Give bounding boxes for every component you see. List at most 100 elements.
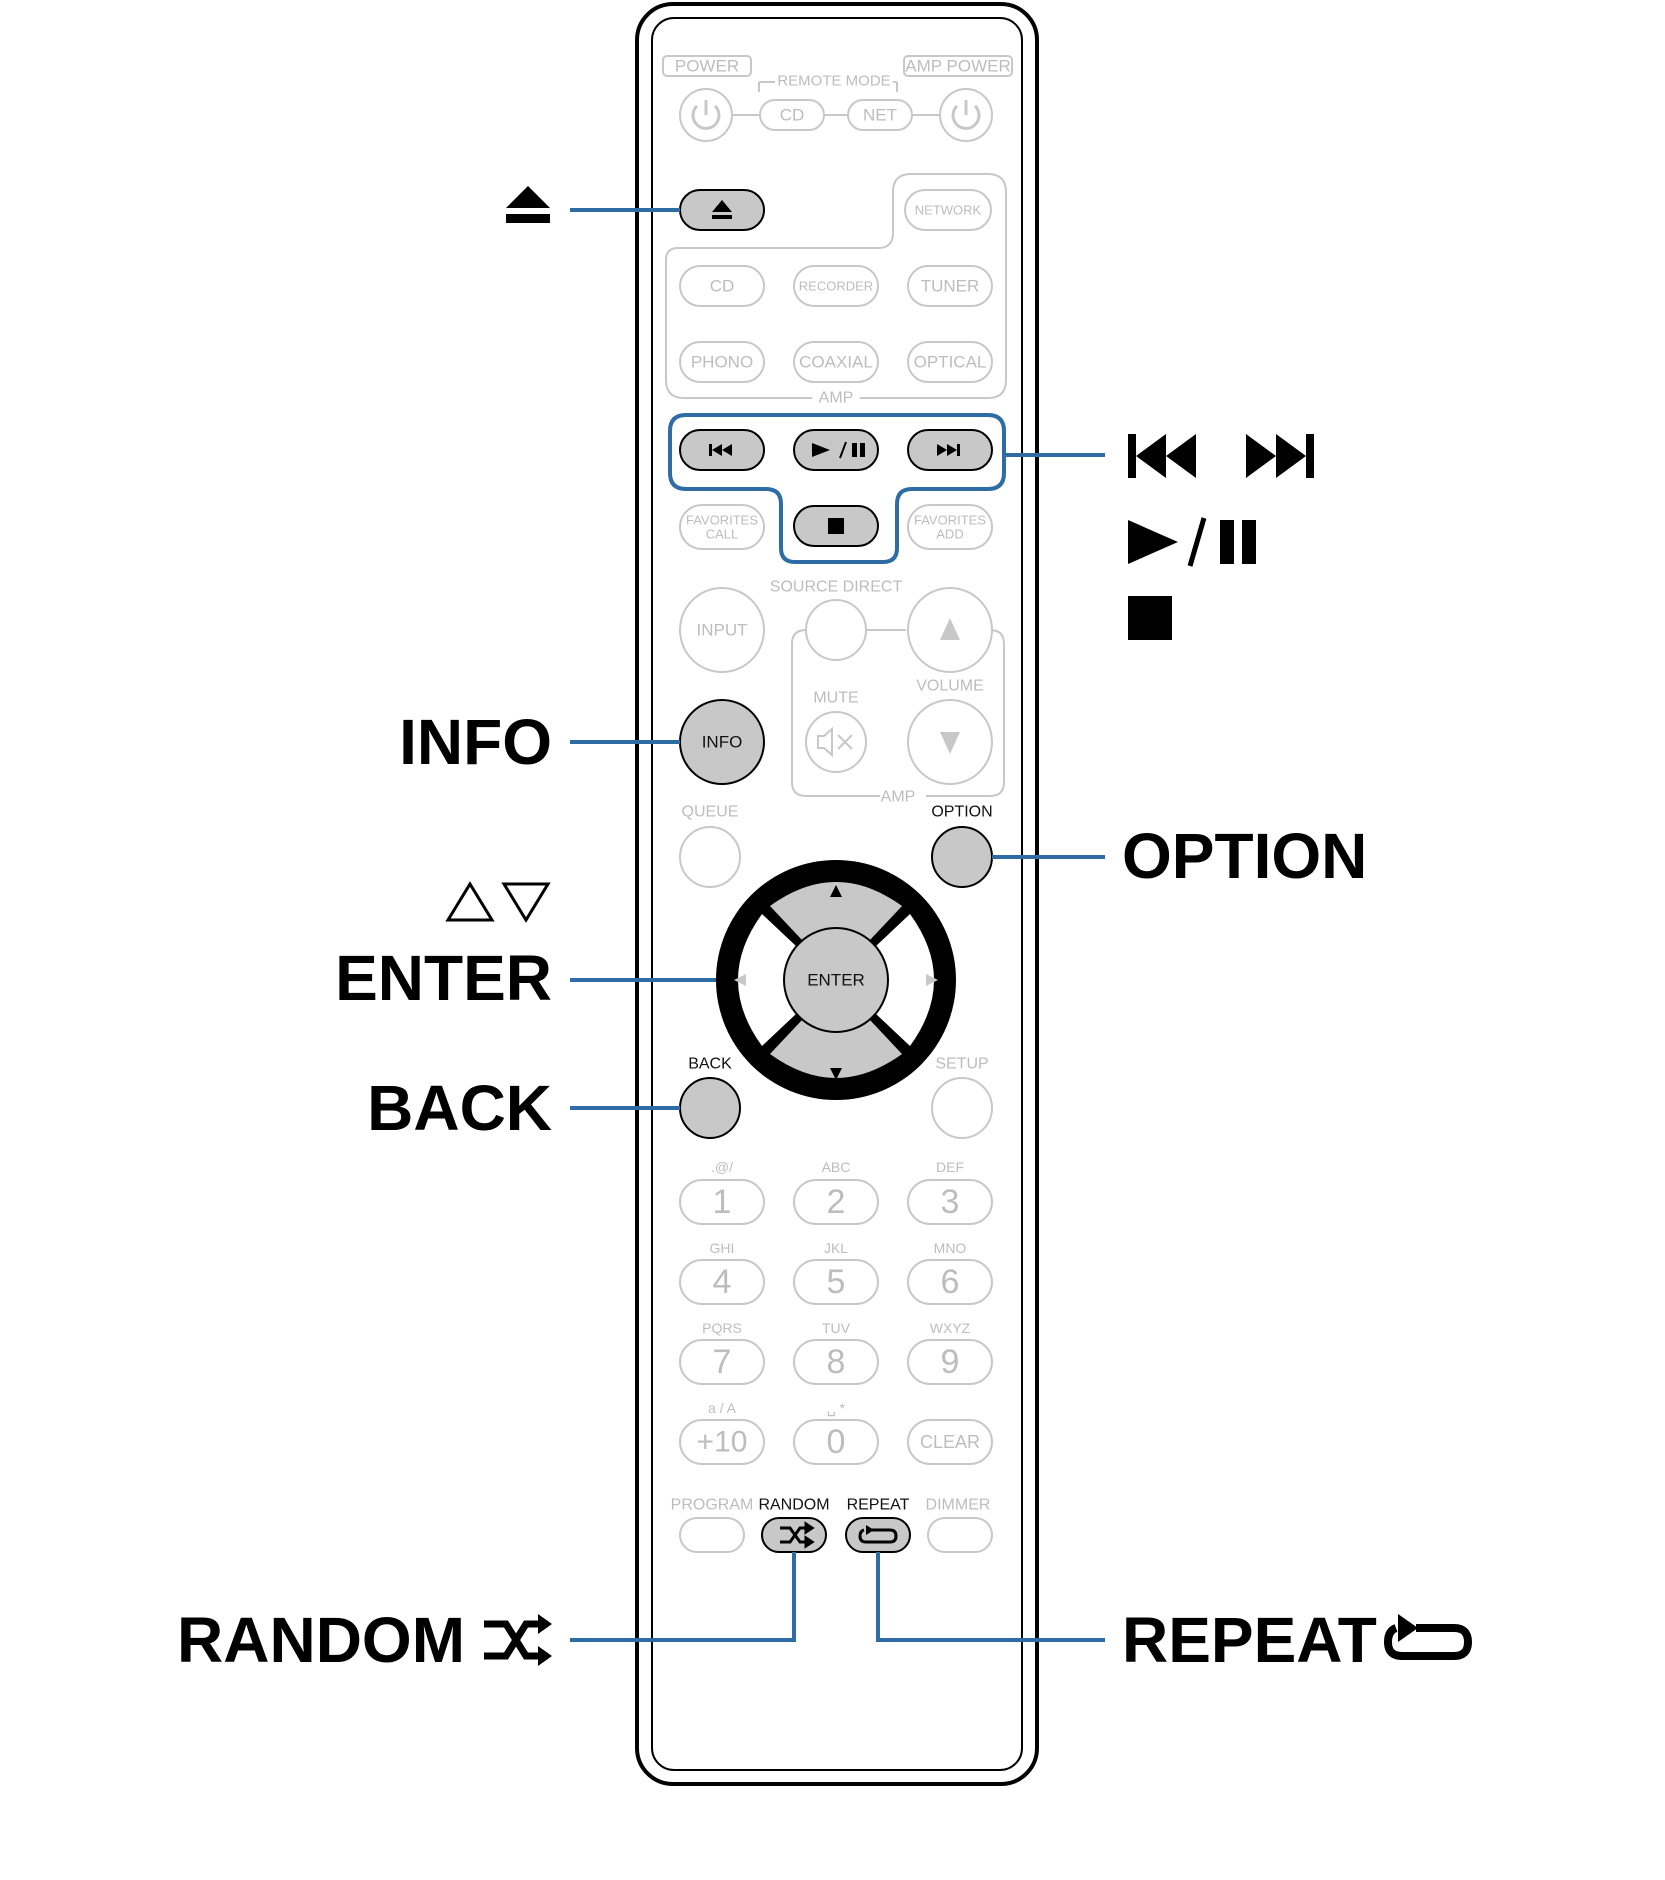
stop-icon [828, 518, 844, 534]
cursor-down-icon [830, 1068, 842, 1080]
cd-label: CD [710, 277, 735, 296]
dimmer-button[interactable] [927, 1517, 993, 1553]
key-3-letters: DEF [936, 1159, 964, 1175]
power-label: POWER [675, 57, 739, 76]
cursor-up-button[interactable] [770, 882, 902, 940]
optical-button[interactable] [907, 341, 993, 383]
volume-up-icon [940, 618, 960, 640]
source-direct-button[interactable] [805, 599, 867, 661]
key-7-digit: 7 [713, 1343, 732, 1381]
play-pause-button[interactable] [793, 429, 879, 471]
key-6-digit: 6 [941, 1263, 960, 1301]
coaxial-label: COAXIAL [799, 353, 873, 372]
key-1-letters: .@/ [711, 1159, 733, 1175]
queue-button[interactable] [679, 826, 741, 888]
key-4-digit: 4 [713, 1263, 732, 1301]
skip-forward-icon [937, 444, 960, 456]
key-0[interactable] [793, 1419, 879, 1465]
tuner-button[interactable] [907, 265, 993, 307]
remote-mode-label: REMOTE MODE [777, 73, 890, 90]
back-button-label: BACK [688, 1056, 732, 1073]
key-plus10-digit: +10 [697, 1426, 748, 1459]
key-1-digit: 1 [713, 1183, 732, 1221]
key-8[interactable] [793, 1339, 879, 1385]
input-button[interactable] [679, 587, 765, 673]
mute-button[interactable] [805, 711, 867, 773]
recorder-button[interactable] [793, 265, 879, 307]
key-4[interactable] [679, 1259, 765, 1305]
key-2[interactable] [793, 1179, 879, 1225]
up-down-callout-icon [445, 881, 551, 923]
info-button-label: INFO [702, 733, 743, 752]
repeat-callout: REPEAT [1122, 1604, 1377, 1676]
clear-button[interactable] [907, 1419, 993, 1465]
cursor-right-icon [926, 974, 938, 986]
skip-callout-icons [1128, 434, 1314, 478]
favorites-call-label-1: FAVORITES [686, 513, 758, 528]
mute-icon [817, 726, 853, 758]
mode-net-label: NET [863, 106, 897, 125]
enter-button-label: ENTER [807, 971, 865, 990]
random-callout: RANDOM [177, 1604, 465, 1676]
optical-label: OPTICAL [914, 353, 987, 372]
key-2-letters: ABC [822, 1159, 851, 1175]
key-0-letters: ␣ * [827, 1400, 846, 1417]
eject-icon [712, 200, 732, 219]
key-9-digit: 9 [941, 1343, 960, 1381]
cd-button[interactable] [679, 265, 765, 307]
shuffle-icon [780, 1521, 815, 1549]
key-9[interactable] [907, 1339, 993, 1385]
key-plus10-letters: a / A [708, 1400, 737, 1416]
dimmer-label: DIMMER [926, 1497, 991, 1514]
cursor-down-button[interactable] [770, 1020, 902, 1078]
recorder-label: RECORDER [799, 279, 873, 294]
program-button[interactable] [679, 1517, 745, 1553]
key-7-letters: PQRS [702, 1320, 742, 1336]
setup-button[interactable] [931, 1077, 993, 1139]
program-label: PROGRAM [671, 1497, 754, 1514]
key-6-letters: MNO [934, 1240, 967, 1256]
enter-callout: ENTER [335, 942, 552, 1014]
network-button[interactable] [904, 189, 992, 231]
key-0-digit: 0 [827, 1423, 846, 1461]
play-pause-icon [812, 441, 865, 459]
key-plus10[interactable] [679, 1419, 765, 1465]
setup-label: SETUP [935, 1056, 988, 1073]
amp-power-icon [951, 100, 981, 130]
enter-button[interactable] [783, 927, 889, 1033]
remote-body-inner [651, 17, 1023, 1771]
favorites-call-button[interactable] [679, 504, 765, 550]
repeat-button-label: REPEAT [847, 1497, 910, 1514]
option-button[interactable] [931, 826, 993, 888]
transport-highlight [668, 413, 1006, 564]
network-label: NETWORK [915, 203, 982, 218]
favorites-add-label-1: FAVORITES [914, 513, 986, 528]
back-button[interactable] [679, 1077, 741, 1139]
key-1[interactable] [679, 1179, 765, 1225]
key-5[interactable] [793, 1259, 879, 1305]
key-6[interactable] [907, 1259, 993, 1305]
key-7[interactable] [679, 1339, 765, 1385]
coaxial-button[interactable] [793, 341, 879, 383]
repeat-callout-icon [1383, 1614, 1473, 1660]
repeat-icon [858, 1525, 898, 1544]
amp-group-label: AMP [819, 390, 854, 407]
cursor-up-icon [830, 885, 842, 897]
mode-cd-label: CD [780, 106, 805, 125]
key-9-letters: WXYZ [930, 1320, 971, 1336]
phono-button[interactable] [679, 341, 765, 383]
play-pause-callout-icon [1128, 517, 1256, 567]
cursor-right-button[interactable] [876, 914, 934, 1046]
key-2-digit: 2 [827, 1183, 846, 1221]
repeat-button[interactable] [845, 1517, 911, 1553]
amp-power-label: AMP POWER [905, 57, 1010, 76]
key-5-digit: 5 [827, 1263, 846, 1301]
cursor-left-button[interactable] [738, 914, 796, 1046]
favorites-add-button[interactable] [907, 504, 993, 550]
info-callout: INFO [399, 706, 552, 778]
clear-label: CLEAR [920, 1432, 980, 1452]
key-3[interactable] [907, 1179, 993, 1225]
random-button-label: RANDOM [758, 1497, 829, 1514]
phono-label: PHONO [691, 353, 753, 372]
